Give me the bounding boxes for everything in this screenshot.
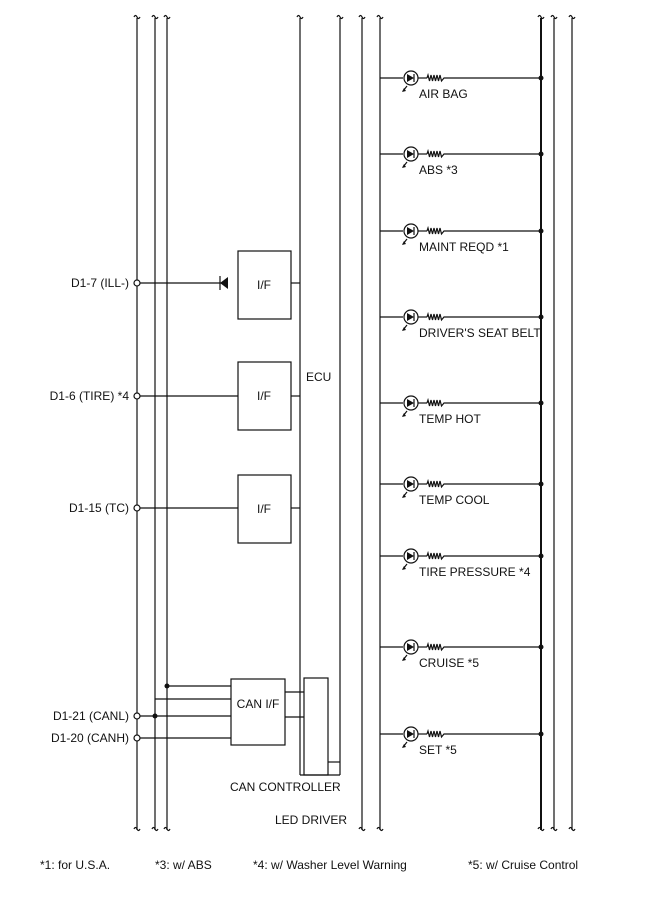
break-marks xyxy=(133,14,576,832)
resistor-symbol xyxy=(426,641,541,652)
break-mark xyxy=(550,826,558,832)
can-controller-label: CAN CONTROLLER xyxy=(230,780,341,794)
connector-canl: D1-21 (CANL) xyxy=(53,709,231,723)
break-mark xyxy=(336,14,344,20)
indicator-label: TEMP HOT xyxy=(419,412,481,426)
indicator-label: TIRE PRESSURE *4 xyxy=(419,565,531,579)
break-mark xyxy=(537,14,545,20)
connector-terminals: D1-7 (ILL-) D1-6 (TIRE) *4 D1-15 (TC) D1-21… xyxy=(50,276,238,745)
indicator-row: ABS *3 xyxy=(380,146,544,177)
connector-tc: D1-15 (TC) xyxy=(69,501,238,515)
connector-canh: D1-20 (CANH) xyxy=(51,731,231,745)
break-mark xyxy=(376,14,384,20)
terminal-circle xyxy=(133,712,141,720)
indicator-row: SET *5 xyxy=(380,726,544,757)
outer-bus-lines xyxy=(136,18,573,830)
break-mark xyxy=(163,826,171,832)
break-mark xyxy=(133,14,141,20)
indicator-row: CRUISE *5 xyxy=(380,639,544,670)
terminal-circle xyxy=(133,734,141,742)
break-mark xyxy=(151,14,159,20)
break-mark xyxy=(550,14,558,20)
indicator-row: DRIVER'S SEAT BELT xyxy=(380,309,544,340)
diode-symbol xyxy=(219,276,228,290)
connector-label: D1-7 (ILL-) xyxy=(71,276,129,290)
break-mark xyxy=(133,826,141,832)
if-label-3: I/F xyxy=(257,502,271,516)
indicator-label: DRIVER'S SEAT BELT xyxy=(419,326,541,340)
connector-label: D1-15 (TC) xyxy=(69,501,129,515)
indicator-label: MAINT REQD *1 xyxy=(419,240,509,254)
resistor-symbol xyxy=(426,72,541,83)
connector-ill: D1-7 (ILL-) xyxy=(71,276,228,290)
terminal-circle xyxy=(133,279,141,287)
led-indicators: AIR BAG ABS *3 MAINT REQD *1 DRIVER'S SEAT … xyxy=(380,70,544,757)
resistor-symbol xyxy=(426,311,541,322)
footnote: *3: w/ ABS xyxy=(155,858,212,872)
footnote: *1: for U.S.A. xyxy=(40,858,110,872)
can-if-label: CAN I/F xyxy=(237,697,280,711)
ecu-label: ECU xyxy=(306,370,331,384)
can-interface-block: CAN I/F xyxy=(230,678,286,746)
break-mark xyxy=(163,14,171,20)
interface-block-1: I/F xyxy=(237,250,292,320)
footnote: *4: w/ Washer Level Warning xyxy=(253,858,407,872)
connector-tire: D1-6 (TIRE) *4 xyxy=(50,389,238,403)
resistor-symbol xyxy=(426,225,541,236)
break-mark xyxy=(358,14,366,20)
indicator-row: AIR BAG xyxy=(380,70,544,101)
connector-label: D1-6 (TIRE) *4 xyxy=(50,389,130,403)
led-driver-label: LED DRIVER xyxy=(275,813,347,827)
indicator-row: TEMP COOL xyxy=(380,476,544,507)
terminal-circle xyxy=(133,392,141,400)
footnote: *5: w/ Cruise Control xyxy=(468,858,578,872)
resistor-symbol xyxy=(426,550,541,561)
break-mark xyxy=(568,14,576,20)
break-mark xyxy=(151,826,159,832)
break-mark xyxy=(358,826,366,832)
interface-block-3: I/F xyxy=(237,474,292,544)
if-label-1: I/F xyxy=(257,278,271,292)
terminal-circle xyxy=(133,504,141,512)
internal-wiring xyxy=(155,282,304,718)
resistor-symbol xyxy=(426,478,541,489)
indicator-label: CRUISE *5 xyxy=(419,656,479,670)
resistor-symbol xyxy=(426,728,541,739)
indicator-label: AIR BAG xyxy=(419,87,468,101)
indicator-label: SET *5 xyxy=(419,743,457,757)
break-mark xyxy=(568,826,576,832)
break-mark xyxy=(296,14,304,20)
footnotes: *1: for U.S.A. *3: w/ ABS *4: w/ Washer Le… xyxy=(40,858,578,872)
indicator-row: TIRE PRESSURE *4 xyxy=(380,548,544,579)
connector-label: D1-20 (CANH) xyxy=(51,731,129,745)
indicator-label: TEMP COOL xyxy=(419,493,490,507)
indicator-label: ABS *3 xyxy=(419,163,458,177)
connector-label: D1-21 (CANL) xyxy=(53,709,129,723)
break-mark xyxy=(376,826,384,832)
resistor-symbol xyxy=(426,148,541,159)
interface-block-2: I/F xyxy=(237,361,292,431)
indicator-row: TEMP HOT xyxy=(380,395,544,426)
if-label-2: I/F xyxy=(257,389,271,403)
indicator-row: MAINT REQD *1 xyxy=(380,223,544,254)
can-controller-box xyxy=(300,677,340,776)
resistor-symbol xyxy=(426,397,541,408)
break-mark xyxy=(537,826,545,832)
